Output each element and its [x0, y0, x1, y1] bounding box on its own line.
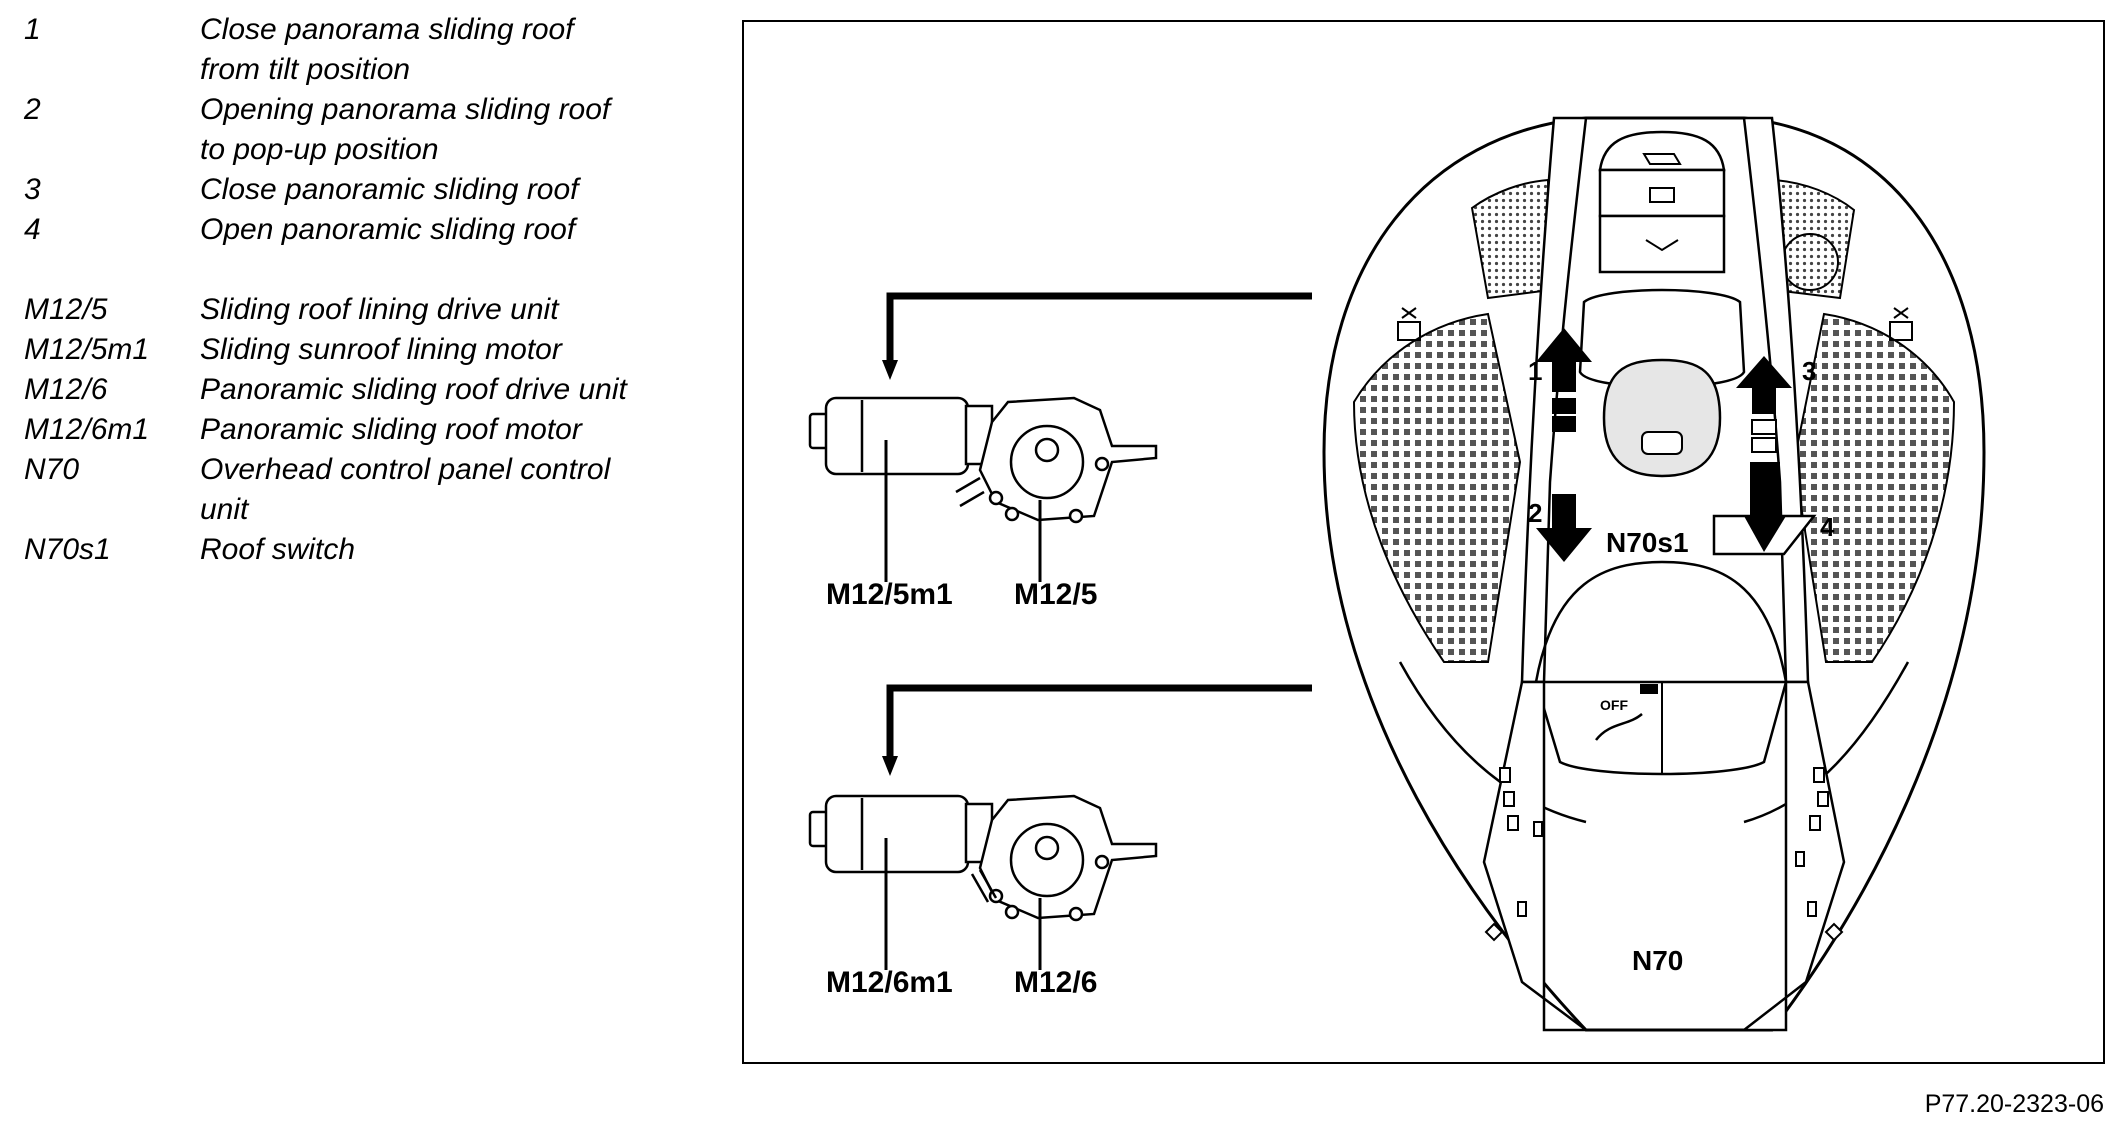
legend-description: Roof switch: [200, 533, 356, 566]
figure-reference-code: P77.20-2323-06: [1924, 1090, 2104, 1118]
legend-description: Close panorama sliding roof from tilt po…: [200, 10, 704, 90]
legend-desc-line: Overhead control panel control: [200, 453, 611, 486]
label-m12-5: M12/5: [1014, 578, 1097, 611]
legend-code: M12/5m1: [24, 333, 150, 366]
legend-code: 1: [24, 13, 41, 46]
lamp-icon: [1645, 239, 1679, 252]
legend-item: N70 Overhead control panel control unit: [24, 450, 704, 530]
label-n70: N70: [1632, 945, 1683, 976]
roof-control-diagram: M12/5m1 M12/5 M12/6m1 M12/6: [808, 116, 1986, 1032]
legend-code: 2: [24, 93, 41, 126]
legend-description: Panoramic sliding roof motor: [200, 413, 582, 446]
legend-code: M12/6m1: [24, 413, 150, 446]
arrow-4-open: [1712, 462, 1817, 556]
leader-line-bottom: [882, 684, 1312, 776]
legend-code: N70s1: [24, 533, 111, 566]
legend-description: Panoramic sliding roof drive unit: [200, 373, 627, 406]
roof-switch-button[interactable]: [1641, 431, 1683, 455]
motor-m12-5m1-drawing: [808, 396, 994, 476]
legend-description: Open panoramic sliding roof: [200, 213, 576, 246]
legend-code: 4: [24, 213, 41, 246]
legend-desc-line: to pop-up position: [200, 133, 439, 166]
arrow-2-down: [1536, 494, 1592, 562]
legend-item: M12/6m1 Panoramic sliding roof motor: [24, 410, 704, 450]
off-label: OFF: [1600, 697, 1628, 713]
roof-switch-n70s1[interactable]: [1602, 358, 1722, 478]
legend-description: Sliding sunroof lining motor: [200, 333, 562, 366]
legend-code: M12/6: [24, 373, 108, 406]
legend-desc-line: from tilt position: [200, 53, 411, 86]
label-m12-6: M12/6: [1014, 966, 1097, 999]
arrow-1-up: [1536, 328, 1592, 432]
lamp-icon: [1649, 187, 1675, 203]
lower-console-arc: [1534, 560, 1788, 683]
arrow-number-4: 4: [1820, 512, 1835, 542]
legend-item: M12/6 Panoramic sliding roof drive unit: [24, 370, 704, 410]
arrow-number-2: 2: [1528, 498, 1542, 528]
panel-inner-edge-right: [1743, 661, 1910, 824]
legend-code: M12/5: [24, 293, 108, 326]
overhead-control-panel: 1 2 3 4 N70s1 OFF: [1322, 116, 1986, 1032]
label-pointer-lines-bottom: [884, 838, 1042, 970]
legend-desc-line: Opening panorama sliding roof: [200, 93, 611, 126]
arrow-3-up: [1736, 356, 1792, 453]
legend-item: 1 Close panorama sliding roof from tilt …: [24, 10, 704, 90]
legend-desc-line: unit: [200, 493, 249, 526]
leader-line-top: [882, 292, 1312, 380]
legend-item: 2 Opening panorama sliding roof to pop-u…: [24, 90, 704, 170]
sensor-circle: [1781, 233, 1839, 291]
arrow-number-3: 3: [1802, 356, 1816, 386]
drive-unit-m12-5-drawing: [955, 396, 1158, 524]
mount-tabs: [1484, 767, 1844, 942]
legend-code: 3: [24, 173, 41, 206]
left-speaker-grille: [1352, 312, 1522, 663]
right-speaker-grille: [1792, 312, 1956, 663]
legend-spacer: [24, 250, 704, 290]
legend: 1 Close panorama sliding roof from tilt …: [24, 10, 704, 570]
legend-description: Opening panorama sliding roof to pop-up …: [200, 90, 704, 170]
drive-unit-m12-6-drawing: [970, 794, 1158, 922]
legend-item: M12/5 Sliding roof lining drive unit: [24, 290, 704, 330]
legend-description: Sliding roof lining drive unit: [200, 293, 559, 326]
label-m12-5m1: M12/5m1: [826, 578, 953, 611]
panel-inner-edge-left: [1398, 661, 1587, 824]
legend-description: Close panoramic sliding roof: [200, 173, 579, 206]
motor-m12-6m1-drawing: [808, 794, 994, 874]
lamp-icon: [1642, 153, 1682, 165]
legend-code: N70: [24, 453, 80, 486]
right-lamp-icon: [1889, 307, 1913, 341]
button-interior-lamp[interactable]: [1598, 168, 1726, 218]
diagram-frame: M12/5m1 M12/5 M12/6m1 M12/6: [742, 20, 2105, 1064]
button-front-lamp[interactable]: [1598, 214, 1726, 274]
roof-switch-housing: [1578, 288, 1746, 389]
left-lamp-icon: [1397, 307, 1421, 341]
button-rear-lamp[interactable]: [1598, 130, 1726, 172]
legend-description: Overhead control panel control unit: [200, 450, 704, 530]
off-indicator: [1640, 684, 1658, 694]
alarm-icon: [1595, 713, 1643, 741]
legend-item: M12/5m1 Sliding sunroof lining motor: [24, 330, 704, 370]
legend-desc-line: Close panorama sliding roof: [200, 13, 574, 46]
label-n70s1: N70s1: [1606, 527, 1689, 558]
label-pointer-lines-top: [884, 440, 1042, 582]
legend-item: N70s1 Roof switch: [24, 530, 704, 570]
legend-item: 3 Close panoramic sliding roof: [24, 170, 704, 210]
label-m12-6m1: M12/6m1: [826, 966, 953, 999]
legend-item: 4 Open panoramic sliding roof: [24, 210, 704, 250]
arrow-number-1: 1: [1528, 356, 1542, 386]
